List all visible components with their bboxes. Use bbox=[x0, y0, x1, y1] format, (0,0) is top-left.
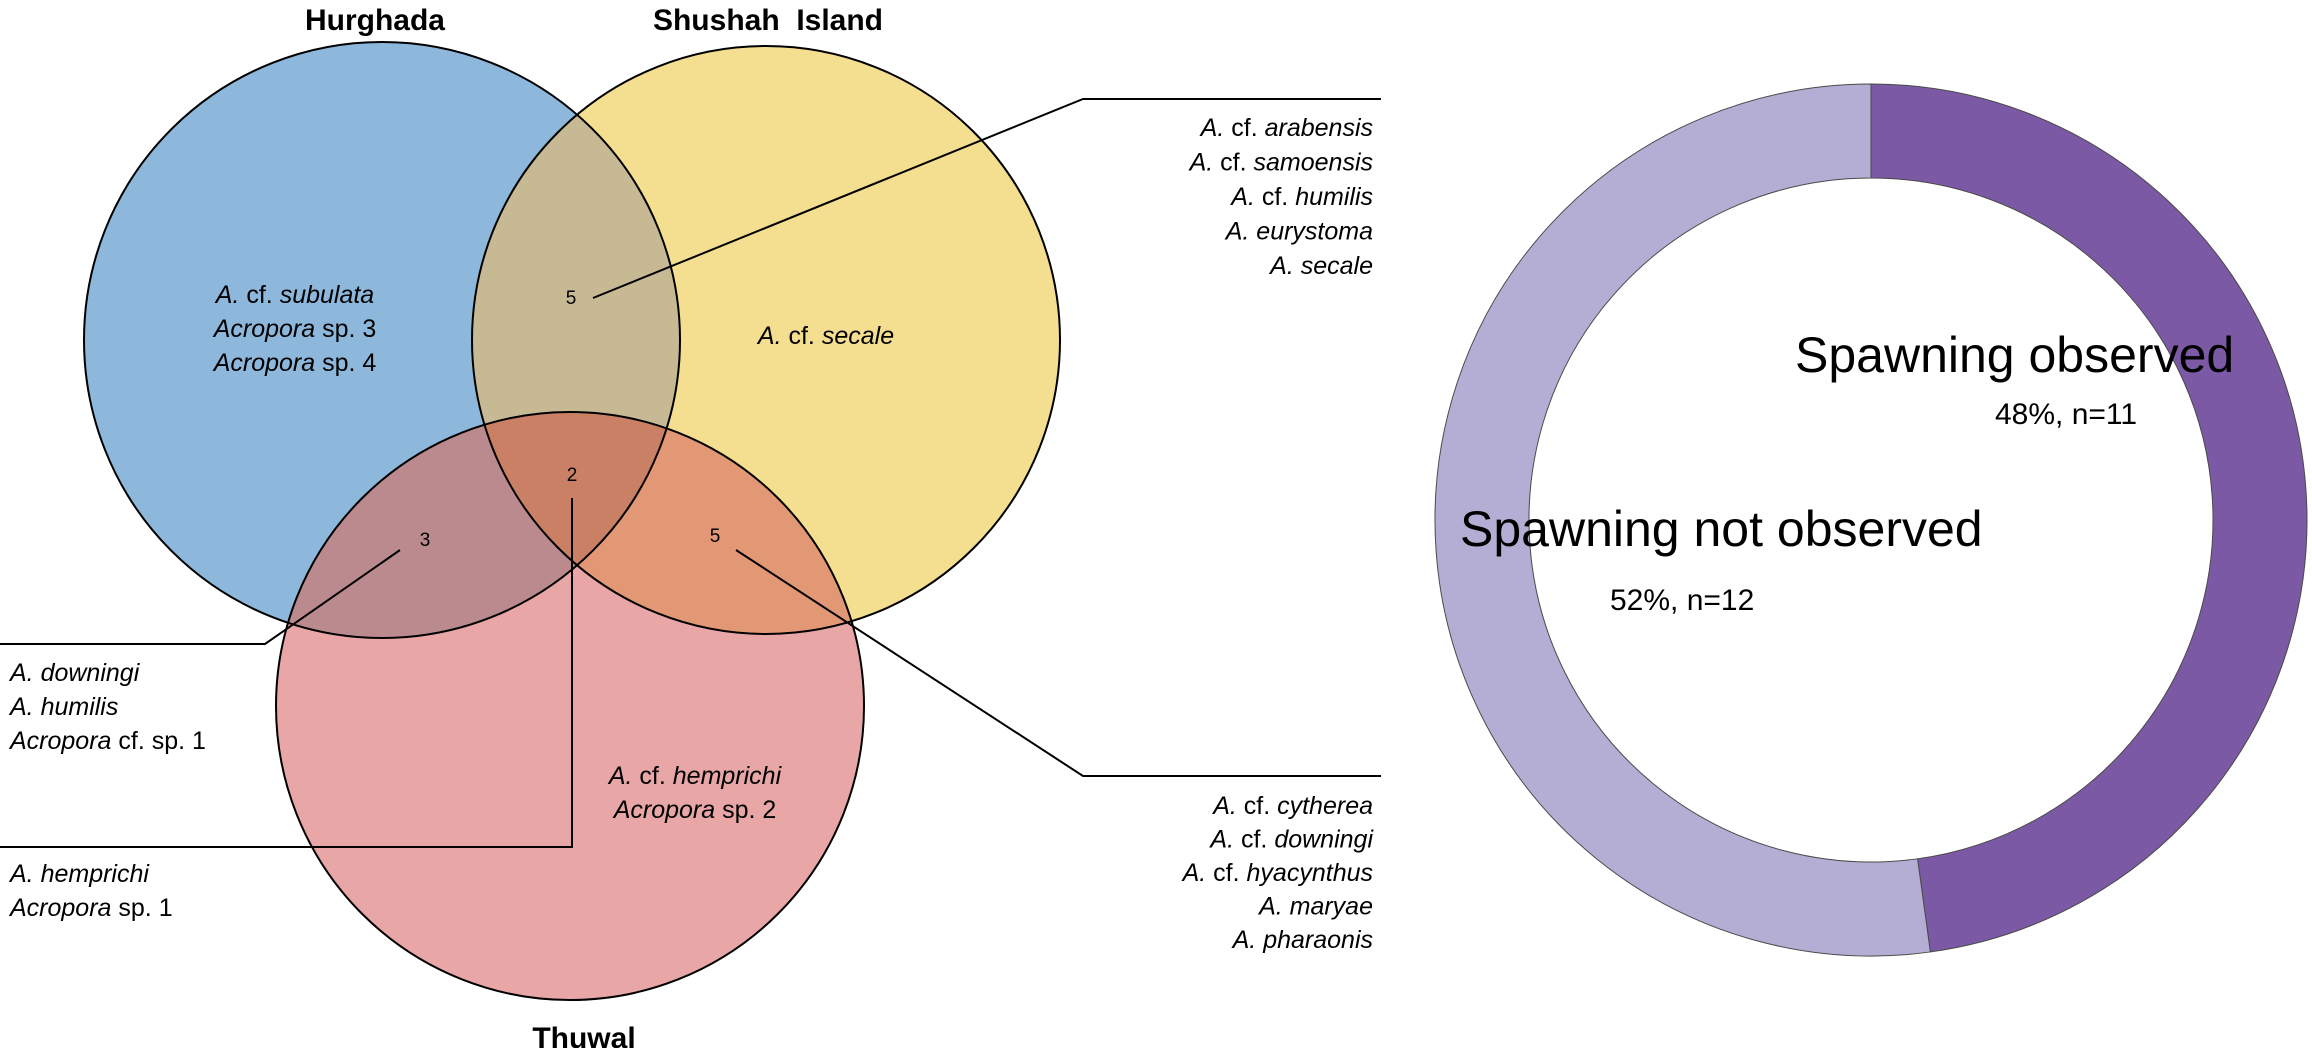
species-name: A. maryae bbox=[1257, 893, 1373, 921]
species-name: A. cf. downingi bbox=[1208, 826, 1374, 854]
species-list-shushah-thuwal: A. cf. cytherea A. cf. downingi A. cf. hya… bbox=[1181, 792, 1375, 954]
donut-chart: Spawning observed 48%, n=11 Spawning not… bbox=[1434, 83, 2308, 957]
slice-spawning-not-observed bbox=[1434, 83, 1931, 957]
leader-line-hurghada-thuwal bbox=[0, 549, 401, 645]
leader-line-hurghada-shushah bbox=[592, 98, 1381, 299]
species-list-hurghada-shushah: A. cf. arabensis A. cf. samoensis A. cf. h… bbox=[1188, 114, 1374, 280]
donut-slices bbox=[1434, 83, 2308, 957]
count-hurghada-thuwal: 3 bbox=[420, 530, 431, 551]
detail-spawning-not-observed: 52%, n=12 bbox=[1610, 584, 1754, 617]
species-name: A. cf. hemprichi bbox=[607, 762, 783, 790]
species-name: A. cf. cytherea bbox=[1211, 792, 1373, 820]
species-name: Acropora sp. 2 bbox=[612, 796, 777, 824]
species-name: A. humilis bbox=[8, 693, 118, 721]
venn-diagram: Hurghada Shushah Island Thuwal 5 2 3 5 A… bbox=[0, 4, 1381, 1048]
species-name: Acropora sp. 4 bbox=[212, 349, 377, 377]
species-name: A. cf. secale bbox=[756, 322, 894, 350]
species-name: A. secale bbox=[1268, 252, 1373, 280]
count-hurghada-shushah: 5 bbox=[566, 288, 577, 309]
hurghada-label: Hurghada bbox=[305, 4, 445, 37]
shushah-label: Shushah Island bbox=[653, 4, 883, 37]
shushah-outline bbox=[471, 45, 1061, 635]
thuwal-outline bbox=[275, 411, 865, 1001]
label-spawning-observed: Spawning observed bbox=[1795, 327, 2234, 383]
species-name: A. cf. subulata bbox=[214, 281, 375, 309]
count-shushah-thuwal: 5 bbox=[710, 526, 721, 547]
species-name: A. cf. samoensis bbox=[1188, 149, 1373, 177]
species-name: A. eurystoma bbox=[1224, 218, 1373, 246]
label-spawning-not-observed: Spawning not observed bbox=[1460, 501, 1983, 557]
count-all-three: 2 bbox=[567, 465, 578, 486]
leader-line-shushah-thuwal bbox=[735, 549, 1381, 777]
overlap-shushah-thuwal bbox=[472, 412, 864, 634]
overlap-hurghada-thuwal bbox=[276, 412, 680, 638]
leader-line-all-three bbox=[0, 498, 573, 848]
species-name: Acropora cf. sp. 1 bbox=[8, 727, 206, 755]
species-name: Acropora sp. 3 bbox=[212, 315, 377, 343]
species-name: A. cf. hyacynthus bbox=[1181, 859, 1373, 887]
species-name: A. downingi bbox=[8, 659, 141, 687]
species-name: A. cf. arabensis bbox=[1199, 114, 1373, 142]
species-list-shushah-only: A. cf. secale bbox=[756, 322, 894, 350]
slice-spawning-observed bbox=[1870, 83, 2308, 953]
species-name: Acropora sp. 1 bbox=[8, 894, 173, 922]
thuwal-label: Thuwal bbox=[532, 1022, 635, 1048]
detail-spawning-observed: 48%, n=11 bbox=[1995, 398, 2137, 431]
species-name: A. pharaonis bbox=[1231, 926, 1373, 954]
species-name: A. hemprichi bbox=[8, 860, 150, 888]
species-name: A. cf. humilis bbox=[1229, 183, 1373, 211]
hurghada-outline bbox=[83, 41, 681, 639]
